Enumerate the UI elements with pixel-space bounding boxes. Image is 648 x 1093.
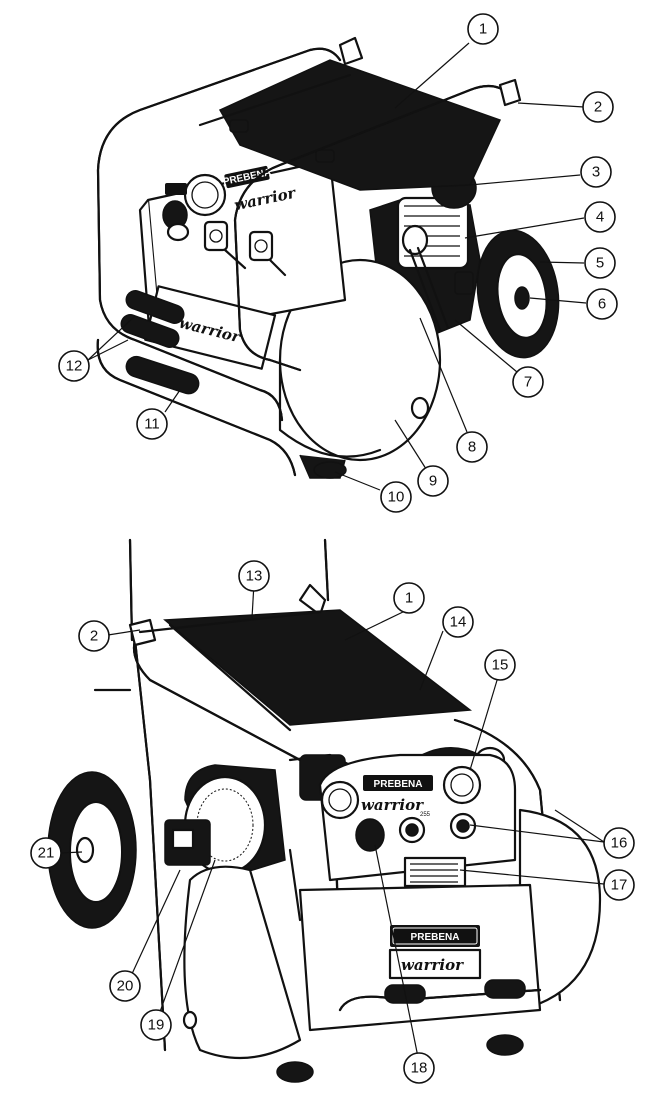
svg-text:2: 2 — [90, 628, 98, 645]
svg-text:17: 17 — [611, 877, 628, 894]
handle-uprights — [93, 538, 330, 692]
svg-text:15: 15 — [492, 657, 509, 674]
svg-text:8: 8 — [468, 439, 476, 456]
brand-text-rear: PREBENA — [374, 779, 423, 790]
callout-5: 5 — [584, 247, 616, 279]
top-plate — [138, 609, 472, 732]
svg-text:4: 4 — [596, 209, 604, 226]
air-tanks: PREBENA warrior — [182, 808, 602, 1083]
callout-13: 13 — [238, 560, 270, 592]
motor-fan — [164, 753, 362, 881]
callout-21: 21 — [30, 837, 62, 869]
compressor-rear-view: PREBENA warrior PREBENA warrior — [47, 538, 602, 1083]
callout-16: 16 — [603, 827, 635, 859]
svg-text:21: 21 — [38, 845, 55, 862]
svg-text:10: 10 — [388, 489, 405, 506]
rubber-foot — [313, 461, 347, 479]
model-text-rear-lower: warrior — [401, 956, 464, 974]
callout-1-rear: 1 — [393, 582, 425, 614]
callout-9: 9 — [417, 465, 449, 497]
svg-text:11: 11 — [144, 416, 160, 433]
callout-1: 1 — [467, 13, 499, 45]
callout-12: 12 — [58, 350, 90, 382]
callout-6: 6 — [586, 288, 618, 320]
callout-10: 10 — [380, 481, 412, 513]
callout-20: 20 — [109, 970, 141, 1002]
callout-8: 8 — [456, 431, 488, 463]
callout-18: 18 — [403, 1052, 435, 1084]
svg-text:1: 1 — [479, 21, 487, 38]
wheel — [47, 771, 137, 929]
callout-15: 15 — [484, 649, 516, 681]
model-text-rear: warrior — [361, 796, 424, 814]
callout-3: 3 — [580, 156, 612, 188]
svg-text:13: 13 — [246, 568, 263, 585]
control-panel-rear: PREBENA warrior 255 — [318, 753, 517, 888]
callout-11: 11 — [136, 408, 168, 440]
svg-text:3: 3 — [592, 164, 600, 181]
callout-17: 17 — [603, 869, 635, 901]
svg-text:1: 1 — [405, 590, 413, 607]
compressor-front-view: PREBENA warrior warrior — [96, 36, 560, 479]
svg-text:18: 18 — [411, 1060, 428, 1077]
svg-text:12: 12 — [66, 358, 83, 375]
handle-grips — [120, 290, 200, 395]
svg-text:9: 9 — [429, 473, 437, 490]
svg-text:7: 7 — [524, 374, 532, 391]
callout-7: 7 — [512, 366, 544, 398]
callout-2: 2 — [582, 91, 614, 123]
leader-lines — [59, 42, 605, 1063]
callout-14: 14 — [442, 606, 474, 638]
brand-text-lower: PREBENA — [411, 932, 460, 943]
svg-text:5: 5 — [596, 255, 604, 272]
svg-text:6: 6 — [598, 296, 606, 313]
svg-text:20: 20 — [117, 978, 134, 995]
air-tank — [278, 258, 442, 479]
svg-text:16: 16 — [611, 835, 628, 852]
callout-4: 4 — [584, 201, 616, 233]
svg-text:19: 19 — [148, 1017, 165, 1034]
svg-text:2: 2 — [594, 99, 602, 116]
roll-frame — [96, 36, 522, 477]
model-number: 255 — [420, 812, 431, 818]
callout-2-rear: 2 — [78, 620, 110, 652]
svg-text:14: 14 — [450, 614, 467, 631]
wheel — [476, 229, 560, 359]
callout-19: 19 — [140, 1009, 172, 1041]
